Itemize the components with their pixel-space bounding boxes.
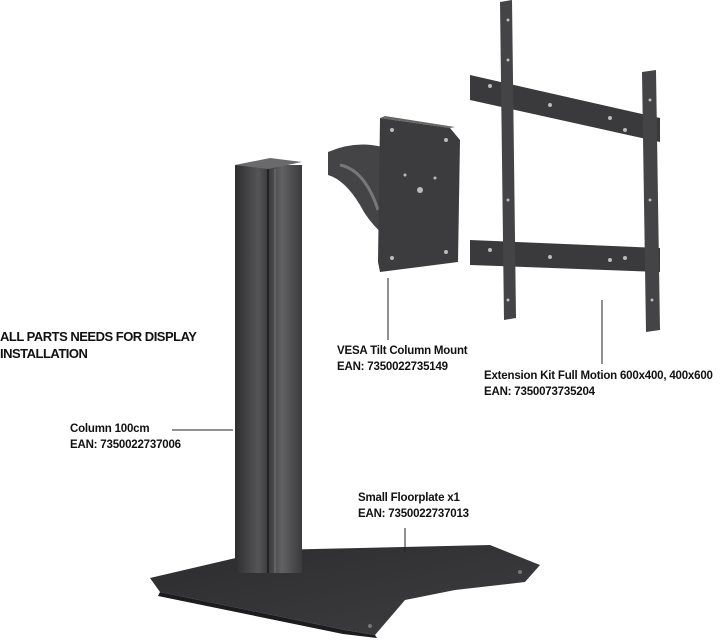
vesa-label: VESA Tilt Column Mount EAN: 735002273514… [337, 343, 468, 375]
vesa-mount [328, 116, 460, 272]
extension-kit [470, 0, 660, 332]
column-name: Column 100cm [70, 423, 150, 435]
column-ean: EAN: 7350022737006 [70, 439, 181, 451]
page-heading: ALL PARTS NEEDS FOR DISPLAY INSTALLATION [0, 328, 197, 362]
vesa-name: VESA Tilt Column Mount [337, 345, 468, 357]
extension-label: Extension Kit Full Motion 600x400, 400x6… [484, 368, 713, 400]
vesa-ean: EAN: 7350022735149 [337, 361, 448, 373]
extension-ean: EAN: 7350073735204 [484, 386, 595, 398]
column [235, 158, 302, 573]
column-label: Column 100cm EAN: 7350022737006 [70, 421, 181, 453]
floorplate-label: Small Floorplate x1 EAN: 7350022737013 [358, 490, 469, 522]
heading-line-1: ALL PARTS NEEDS FOR DISPLAY [0, 329, 197, 344]
floorplate-ean: EAN: 7350022737013 [358, 508, 469, 520]
floorplate-name: Small Floorplate x1 [358, 492, 460, 504]
floorplate [150, 545, 540, 638]
extension-name: Extension Kit Full Motion 600x400, 400x6… [484, 370, 713, 382]
heading-line-2: INSTALLATION [0, 346, 88, 361]
